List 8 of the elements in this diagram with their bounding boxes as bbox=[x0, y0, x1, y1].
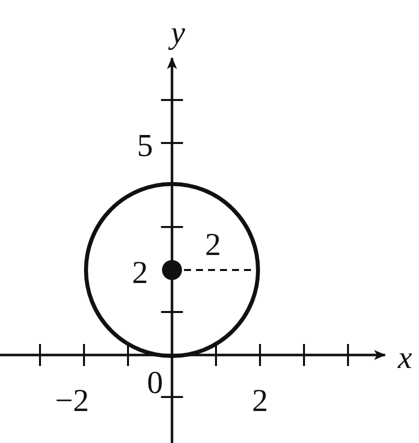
tick-label: 2 bbox=[252, 384, 268, 416]
radius-label: 2 bbox=[205, 228, 221, 260]
tick-label: 5 bbox=[137, 129, 153, 161]
axis-label: x bbox=[398, 341, 412, 373]
axis-label: y bbox=[170, 16, 186, 48]
tick-label: 2 bbox=[132, 256, 148, 288]
tick-label: −2 bbox=[54, 384, 90, 416]
tick-label: 0 bbox=[147, 366, 163, 398]
